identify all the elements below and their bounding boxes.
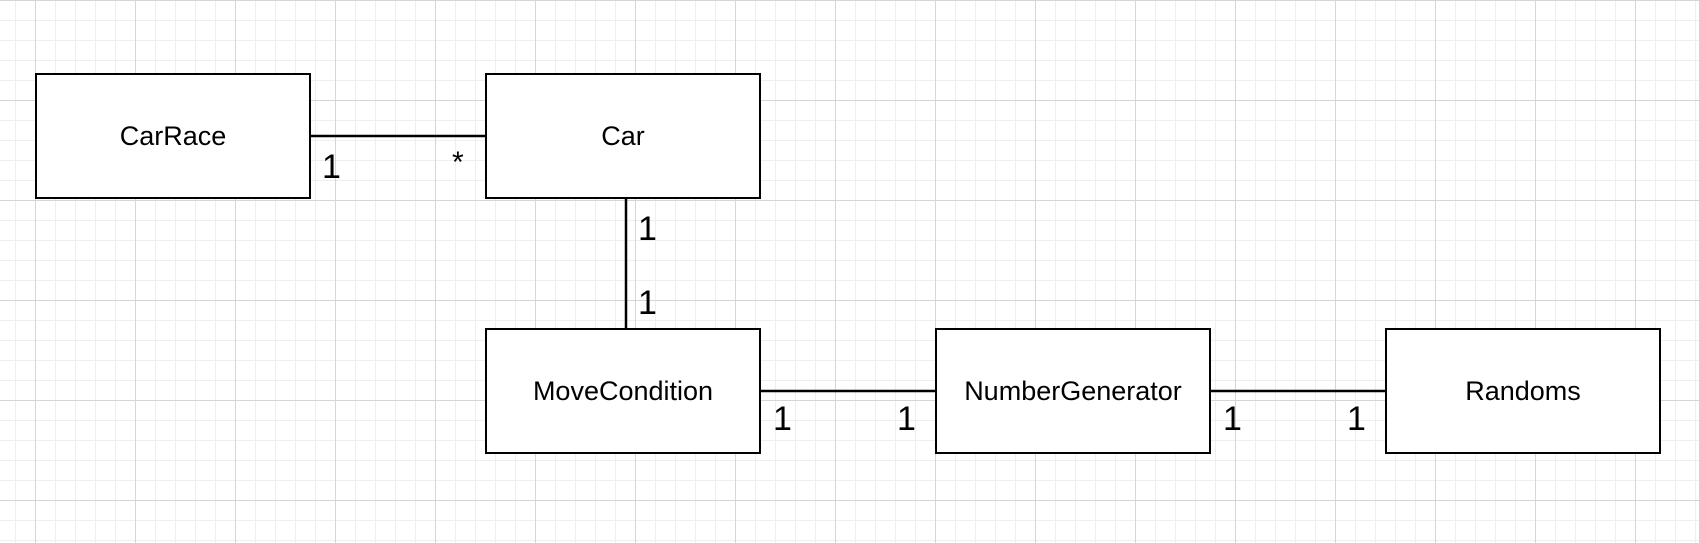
- class-numbergenerator[interactable]: NumberGenerator: [935, 328, 1211, 454]
- class-randoms[interactable]: Randoms: [1385, 328, 1661, 454]
- multiplicity-car-end: *: [452, 146, 464, 179]
- class-movecondition-label: MoveCondition: [532, 375, 714, 406]
- class-car[interactable]: Car: [485, 73, 761, 199]
- class-numbergenerator-label: NumberGenerator: [964, 375, 1182, 406]
- class-carrace-label: CarRace: [119, 120, 227, 151]
- class-car-label: Car: [601, 120, 645, 151]
- multiplicity-car-to-movecondition-top: 1: [638, 210, 657, 248]
- multiplicity-movecondition-end: 1: [773, 400, 792, 438]
- multiplicity-car-to-movecondition-bottom: 1: [638, 284, 657, 322]
- class-movecondition[interactable]: MoveCondition: [485, 328, 761, 454]
- class-randoms-label: Randoms: [1465, 375, 1581, 406]
- class-carrace[interactable]: CarRace: [35, 73, 311, 199]
- multiplicity-carrace-end: 1: [322, 148, 341, 186]
- multiplicity-numbergenerator-right-end: 1: [1223, 400, 1242, 438]
- multiplicity-randoms-end: 1: [1347, 400, 1366, 438]
- multiplicity-numbergenerator-left-end: 1: [897, 400, 916, 438]
